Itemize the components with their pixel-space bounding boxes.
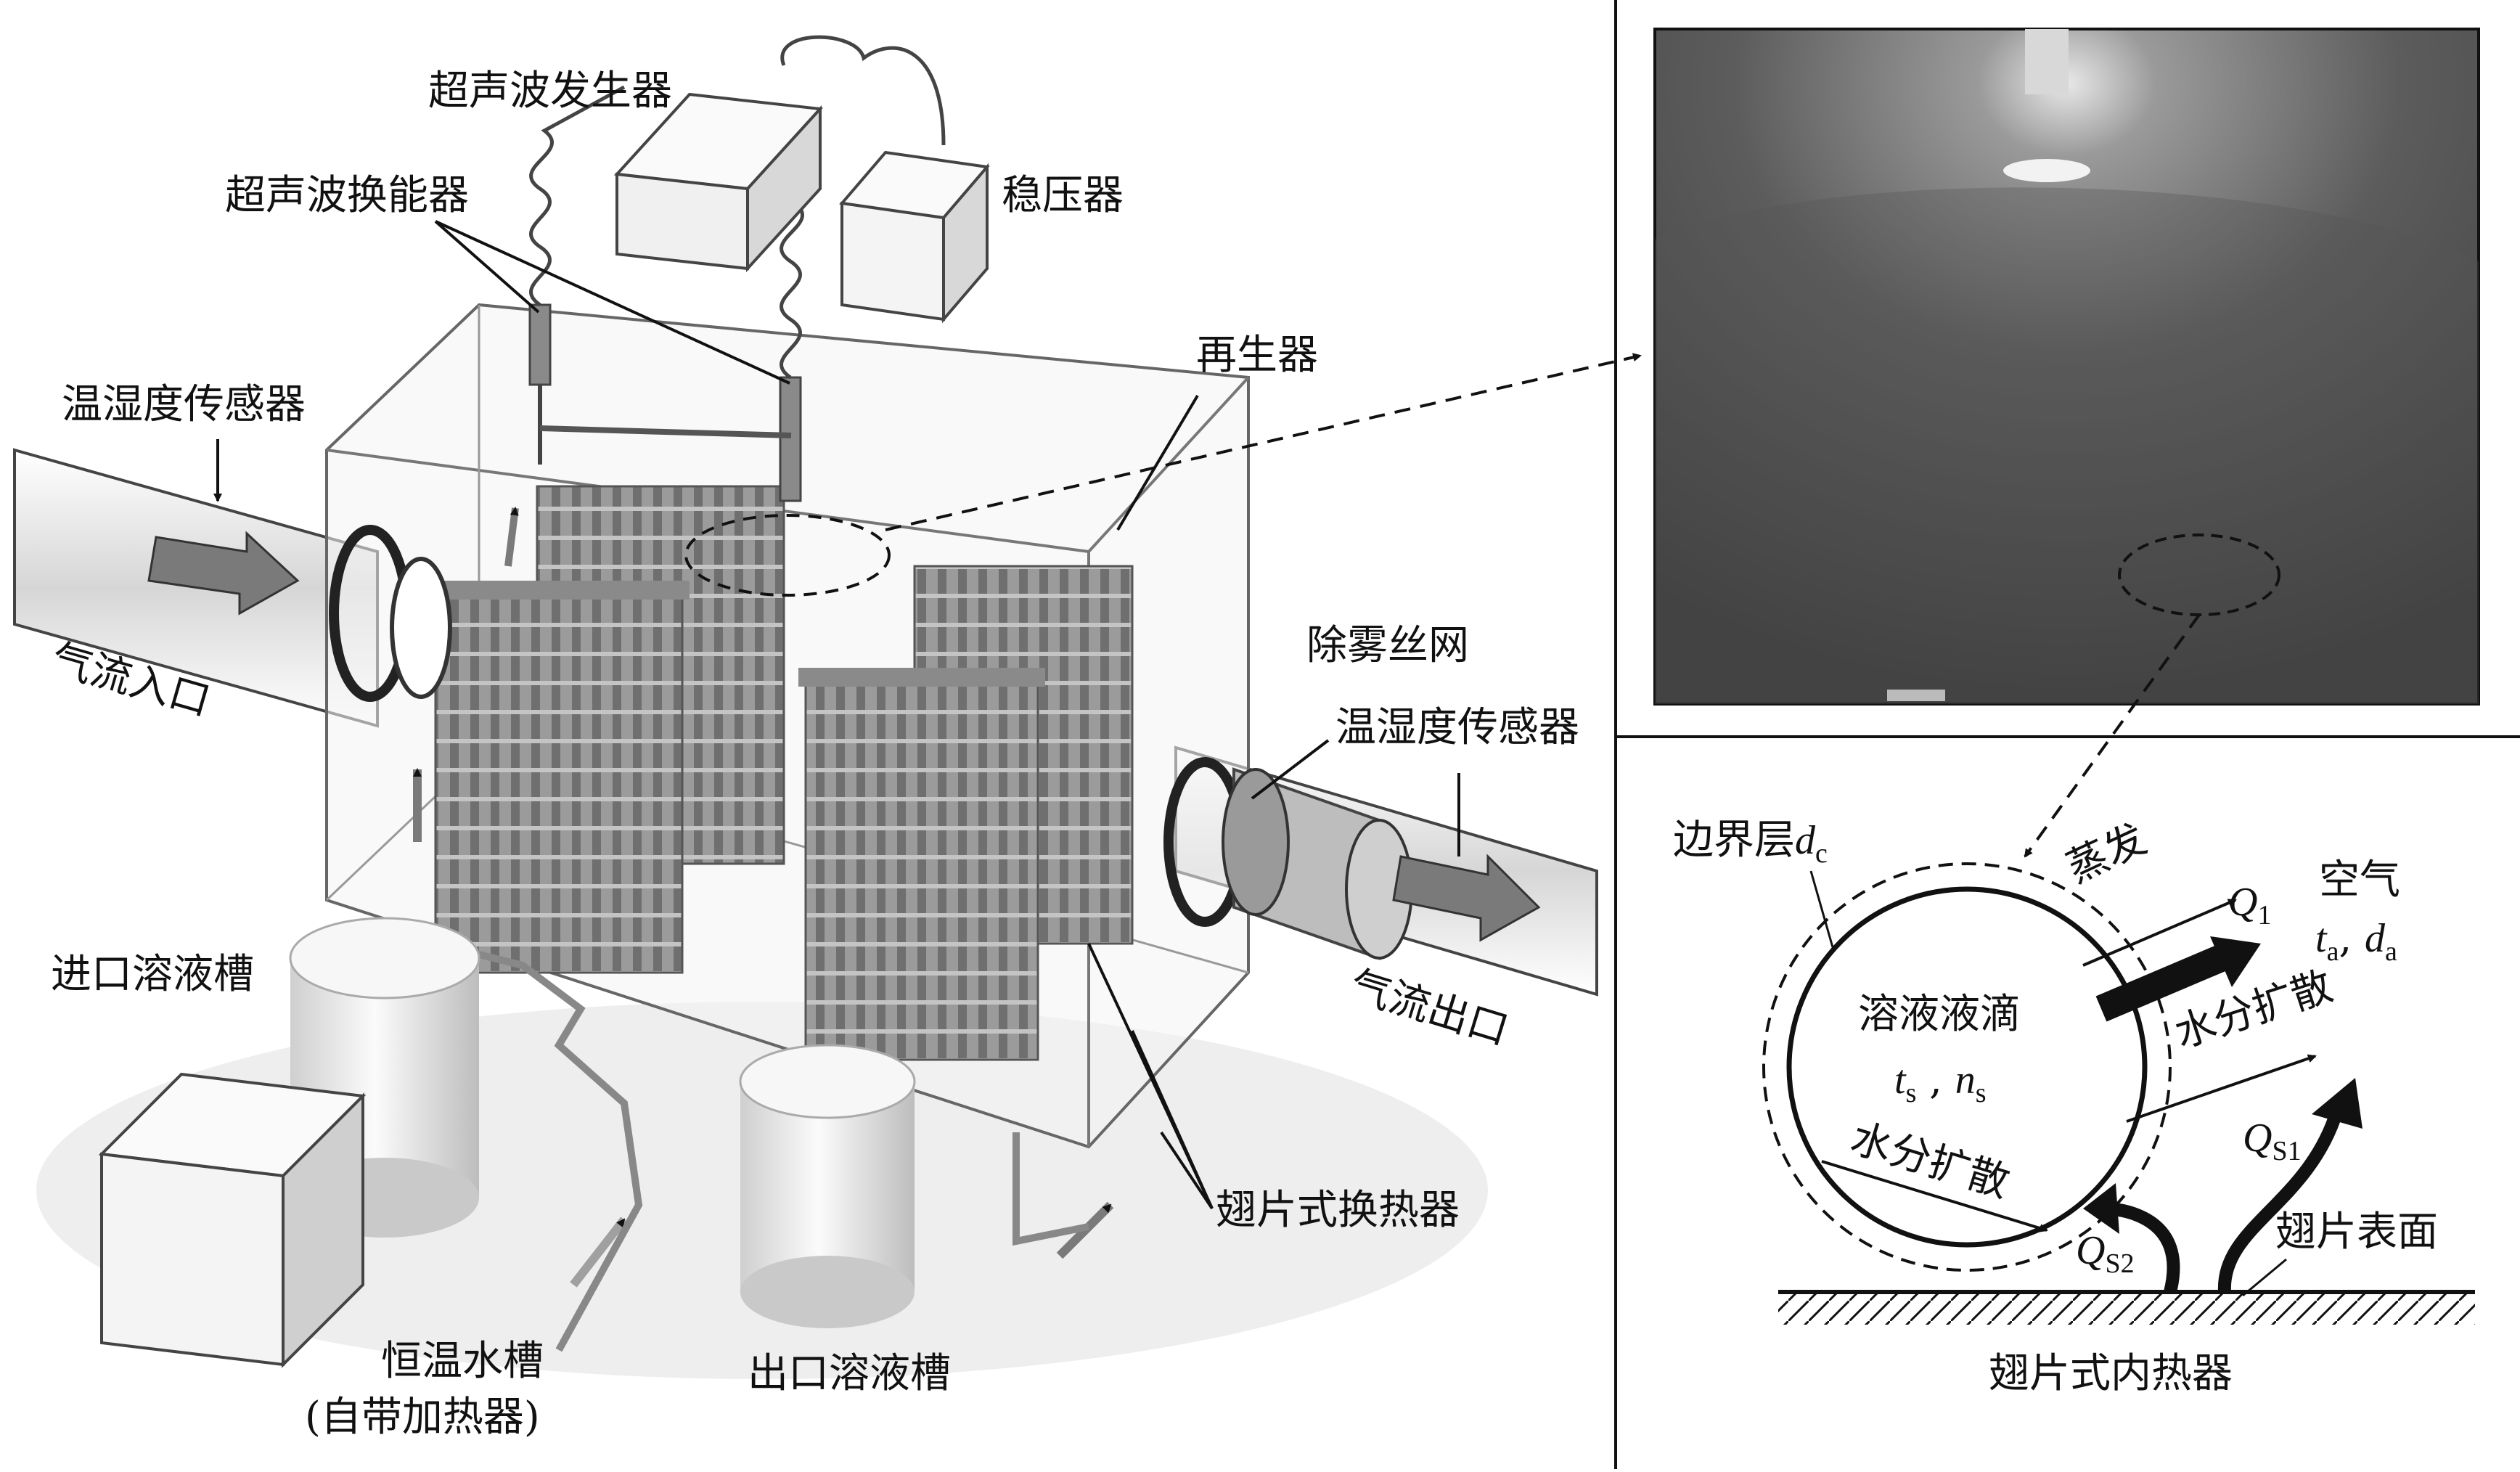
label-temp-humidity-sensor-in: 温湿度传感器 [62, 381, 306, 428]
label-fin-surface: 翅片表面 [2275, 1209, 2438, 1256]
droplet-n: n [1955, 1058, 1976, 1103]
pipe-flow-arrow-4 [570, 1217, 628, 1288]
cable-2 [762, 201, 804, 380]
boundary-layer-text: 边界层 [1673, 817, 1795, 864]
label-self-heater: (自带加热器) [305, 1394, 540, 1441]
ultrasonic-generator-box [613, 92, 824, 273]
left-panel [13, 35, 1642, 1379]
zoom-leader-bottom [2024, 613, 2201, 858]
boundary-symbol: d [1795, 818, 1815, 863]
air-d-sub: a [2385, 936, 2397, 967]
air-t: t [2315, 916, 2327, 961]
qs2-heat-arrow [2108, 1202, 2180, 1294]
q1-sub: 1 [2257, 900, 2272, 931]
fin-heat-exchanger-front [428, 581, 1045, 1061]
qs1-sub: S1 [2272, 1136, 2302, 1166]
label-temp-humidity-sensor-out: 温湿度传感器 [1335, 704, 1579, 751]
voltage-regulator-box [839, 150, 990, 324]
label-droplet: 溶液液滴 [1858, 991, 2021, 1038]
qs2-symbol: Q [2076, 1228, 2106, 1273]
label-droplet-params: ts , ns [1894, 1058, 1987, 1108]
cable-3 [780, 35, 946, 146]
label-ultrasonic-generator: 超声波发生器 [428, 68, 672, 115]
droplet-n-sub: s [1975, 1078, 1987, 1108]
q1-heat-arrow [2095, 945, 2227, 1022]
q1-symbol: Q [2228, 880, 2258, 925]
constant-temp-bath-box [98, 1072, 367, 1368]
droplet-t-sub: s [1905, 1078, 1917, 1108]
qs1-heat-arrow [2217, 1108, 2344, 1293]
spray-zone-marker [684, 514, 891, 597]
label-air-params: ta, da [2315, 915, 2397, 967]
label-boundary-layer: 边界层dc [1673, 817, 1828, 869]
droplet-circle [1786, 886, 2148, 1248]
label-q1: Q1 [2228, 882, 2271, 929]
label-constant-temp-bath: 恒温水槽 [381, 1338, 544, 1385]
boundary-leader [1809, 870, 1834, 948]
fin-surface-leader [2242, 1258, 2287, 1297]
label-voltage-regulator: 稳压器 [1002, 172, 1124, 219]
droplet-schematic [1762, 862, 2475, 1325]
solution-pipe-2 [1012, 1132, 1089, 1246]
air-d: d [2365, 916, 2386, 961]
inlet-flange [329, 525, 452, 702]
qs1-symbol: Q [2243, 1116, 2272, 1161]
boundary-sub: c [1815, 838, 1828, 869]
label-fin-heat-exchanger: 翅片式换热器 [1216, 1187, 1460, 1234]
spray-photo [1653, 28, 2480, 858]
inlet-flow-arrow [147, 531, 300, 616]
label-demister-mesh: 除雾丝网 [1306, 622, 1469, 669]
label-caption: 翅片式内热器 [1989, 1350, 2233, 1397]
ultrasonic-transducers [528, 303, 802, 502]
label-qs1: QS1 [2243, 1118, 2302, 1165]
label-regenerator: 再生器 [1196, 332, 1318, 379]
diffusion-in-arrow [1821, 1160, 2048, 1232]
label-ultrasonic-transducer: 超声波换能器 [225, 172, 469, 219]
outlet-flow-arrow [1392, 854, 1541, 942]
label-air: 空气 [2319, 856, 2400, 904]
cable-1 [529, 85, 626, 307]
pipe-flow-arrow-1 [504, 507, 519, 567]
label-outlet-solution-tank: 出口溶液槽 [748, 1350, 951, 1397]
droplet-t: t [1894, 1058, 1906, 1103]
evaporation-arrow [2082, 899, 2237, 967]
label-qs2: QS2 [2076, 1230, 2135, 1277]
leader-lines [213, 220, 1460, 1210]
air-t-sub: a [2326, 936, 2339, 967]
fin-surface-hatch [1778, 1294, 2475, 1325]
label-inlet-solution-tank: 进口溶液槽 [51, 951, 254, 998]
qs2-sub: S2 [2105, 1248, 2135, 1279]
boundary-layer-circle [1762, 862, 2172, 1272]
droplet-sep: , [1916, 1056, 1955, 1103]
diffusion-out-arrow [2126, 1054, 2317, 1123]
outlet-solution-tank [739, 1044, 916, 1328]
air-sep: , [2339, 915, 2365, 962]
